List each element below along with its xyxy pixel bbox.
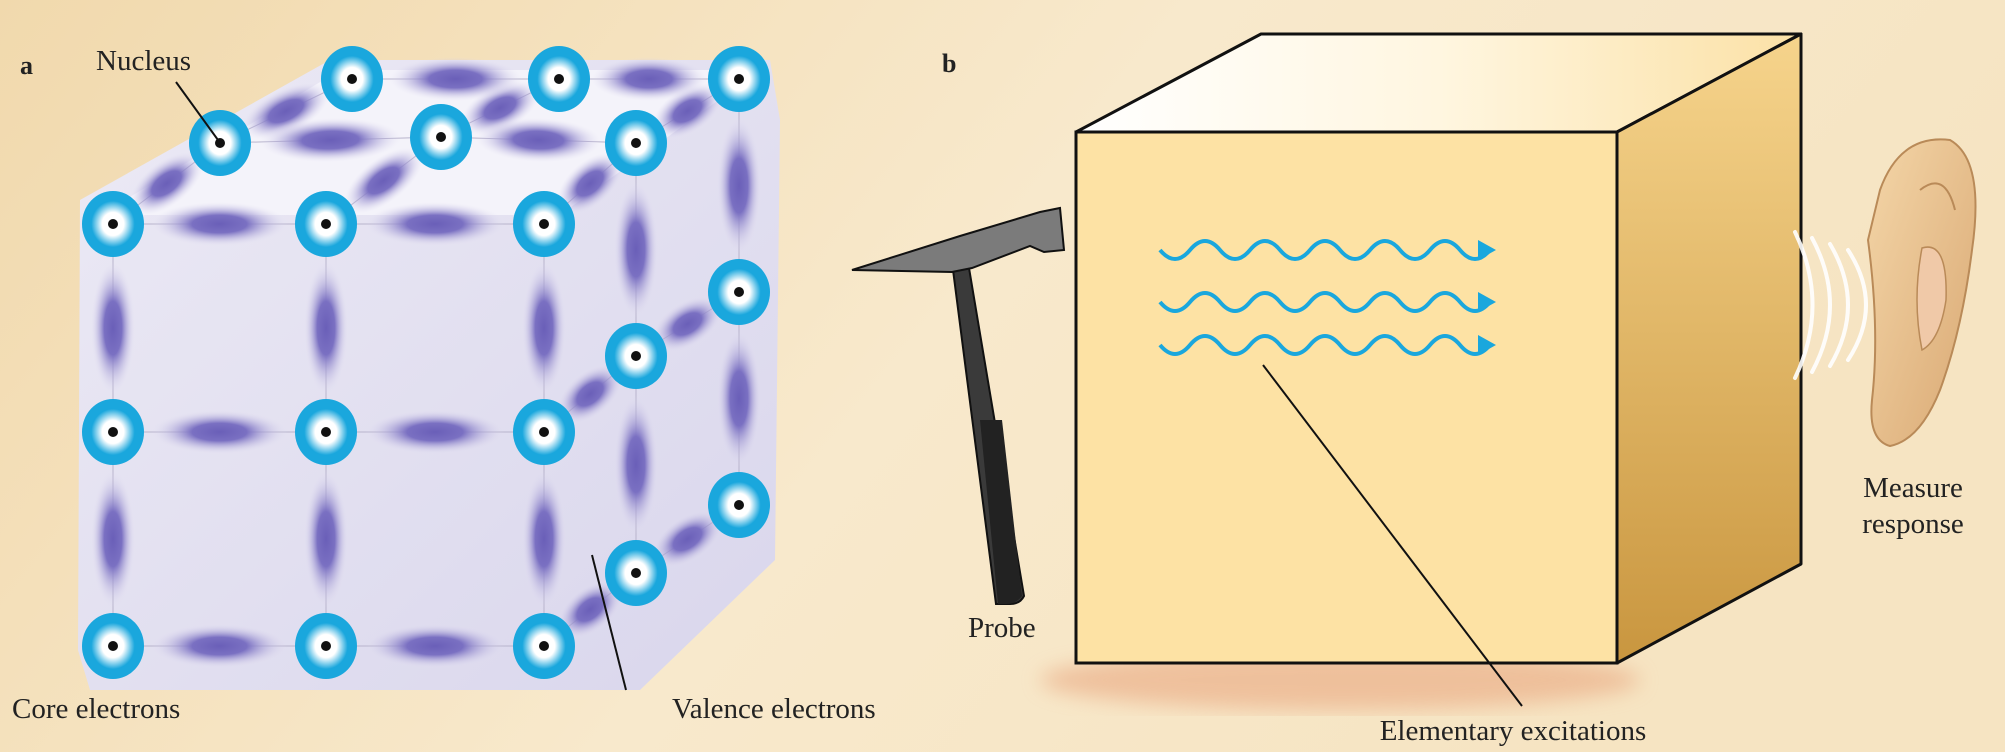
nucleus-dot: [539, 219, 549, 229]
nucleus-dot: [734, 500, 744, 510]
valence-electron-cloud: [259, 117, 402, 163]
atom-nucleus: [321, 46, 383, 112]
core-electrons-label: Core electrons: [12, 693, 180, 725]
valence-electron-cloud: [91, 470, 135, 608]
arrowhead-icon: [1478, 335, 1496, 355]
valence-electron-cloud: [476, 117, 601, 163]
valence-electron-cloud: [717, 117, 761, 254]
valence-electron-cloud: [242, 82, 330, 140]
hammer-probe-icon: [851, 206, 1066, 605]
atom-nucleus: [82, 613, 144, 679]
valence-electron-cloud: [652, 296, 723, 352]
valence-electrons-label: Valence electrons: [672, 693, 876, 725]
atom-nucleus: [528, 46, 590, 112]
nuclei-core-electrons: [82, 46, 770, 679]
valence-electron-cloud: [614, 395, 658, 534]
atom-nucleus: [295, 399, 357, 465]
arrowhead-icon: [1478, 292, 1496, 312]
excitation-wave: [1158, 334, 1492, 356]
atom-nucleus: [513, 399, 575, 465]
nucleus-dot: [108, 427, 118, 437]
atom-nucleus: [189, 110, 251, 176]
valence-electron-cloud: [365, 202, 505, 246]
atom-nucleus: [82, 191, 144, 257]
nucleus-dot: [631, 568, 641, 578]
atom-nucleus: [708, 46, 770, 112]
valence-pointer-line: [591, 554, 627, 691]
valence-electron-cloud: [522, 261, 566, 395]
valence-electron-cloud: [614, 181, 658, 318]
atom-nucleus: [513, 613, 575, 679]
nucleus-dot: [539, 641, 549, 651]
atom-nucleus: [295, 191, 357, 257]
nucleus-dot: [554, 74, 564, 84]
atom-nucleus: [513, 191, 575, 257]
excitation-wave: [1158, 239, 1492, 261]
nucleus-dot: [631, 351, 641, 361]
valence-electron-cloud: [304, 261, 348, 395]
panel-b-label: b: [942, 49, 956, 78]
valence-electron-cloud: [151, 202, 288, 246]
valence-electron-bonds: [91, 57, 761, 668]
nucleus-dot: [734, 287, 744, 297]
panel-a-label: a: [20, 51, 33, 80]
nucleus-dot: [539, 427, 549, 437]
valence-electron-cloud: [151, 410, 288, 454]
valence-electron-cloud: [91, 261, 135, 395]
nucleus-dot: [436, 132, 446, 142]
valence-electron-cloud: [129, 152, 204, 215]
measure-label: Measure: [1863, 472, 1963, 504]
elementary-excitations-label: Elementary excitations: [1380, 715, 1647, 747]
elementary-excitation-waves: [1158, 239, 1496, 356]
valence-electron-cloud: [389, 57, 522, 101]
valence-electron-cloud: [304, 470, 348, 608]
valence-electron-cloud: [557, 364, 623, 424]
nucleus-dot: [321, 641, 331, 651]
excitation-wave: [1158, 291, 1492, 313]
valence-electron-cloud: [365, 624, 505, 668]
valence-electron-cloud: [344, 147, 423, 214]
valence-electron-cloud: [717, 330, 761, 467]
arrowhead-icon: [1478, 240, 1496, 260]
box-side-face: [1615, 32, 1803, 665]
nucleus-dot: [321, 427, 331, 437]
atom-nucleus: [410, 104, 472, 170]
atom-nucleus: [295, 613, 357, 679]
atom-nucleus: [605, 540, 667, 606]
nucleus-label: Nucleus: [96, 45, 191, 77]
valence-electron-cloud: [591, 57, 707, 101]
excitations-pointer-line: [1262, 364, 1523, 707]
nucleus-dot: [108, 641, 118, 651]
box-front-face: [1074, 130, 1619, 665]
valence-electron-cloud: [652, 510, 723, 568]
valence-electron-cloud: [365, 410, 505, 454]
sound-waves-icon: [1793, 230, 1868, 380]
atom-nucleus: [708, 472, 770, 538]
valence-electron-cloud: [522, 470, 566, 608]
probe-label: Probe: [968, 612, 1036, 644]
atom-nucleus: [605, 110, 667, 176]
valence-electron-cloud: [557, 152, 623, 215]
nucleus-dot: [347, 74, 357, 84]
atom-nucleus: [708, 259, 770, 325]
nucleus-dot: [215, 138, 225, 148]
atom-nucleus: [605, 323, 667, 389]
valence-electron-cloud: [557, 580, 623, 639]
material-box: [1074, 32, 1803, 665]
ear-icon: [1866, 138, 1977, 448]
nucleus-dot: [734, 74, 744, 84]
atom-nucleus: [82, 399, 144, 465]
nucleus-dot: [631, 138, 641, 148]
nucleus-dot: [321, 219, 331, 229]
nucleus-pointer-line: [175, 81, 219, 141]
response-label: response: [1862, 508, 1963, 540]
nucleus-dot: [108, 219, 118, 229]
panel-a-crystal-lattice: [78, 46, 780, 690]
valence-electron-cloud: [151, 624, 288, 668]
